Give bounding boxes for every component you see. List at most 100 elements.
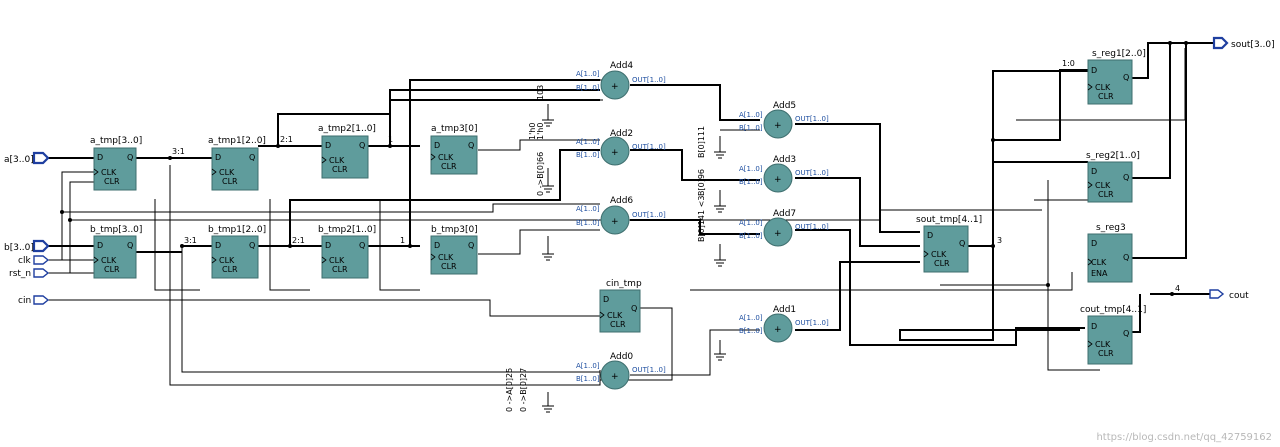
- svg-text:CLK: CLK: [438, 153, 454, 162]
- svg-text:b_tmp[3..0]: b_tmp[3..0]: [90, 225, 142, 235]
- svg-text:OUT[1..0]: OUT[1..0]: [795, 169, 829, 177]
- svg-text:B[0]111: B[0]111: [697, 126, 706, 158]
- svg-text:b_tmp1[2..0]: b_tmp1[2..0]: [208, 225, 266, 235]
- svg-text:3:1: 3:1: [184, 236, 197, 245]
- svg-text:cout: cout: [1229, 291, 1249, 301]
- register-b-tmp3[interactable]: b_tmp3[0] D CLK CLR Q: [430, 225, 478, 275]
- svg-text:cin_tmp: cin_tmp: [606, 279, 642, 289]
- clock-markers: [93, 83, 1093, 348]
- register-a-tmp2[interactable]: a_tmp2[1..0] D CLK CLR Q: [318, 124, 376, 179]
- svg-text:2:1: 2:1: [280, 135, 293, 144]
- register-cout-tmp[interactable]: cout_tmp[4..1] D CLK CLR Q: [1080, 305, 1146, 365]
- svg-text:OUT[1..0]: OUT[1..0]: [632, 211, 666, 219]
- adder-add3[interactable]: Add3 A[1..0] B[1..0] + OUT[1..0]: [739, 155, 829, 193]
- svg-text:CLK: CLK: [1095, 83, 1111, 92]
- svg-text:sout_tmp[4..1]: sout_tmp[4..1]: [916, 215, 982, 225]
- adder-add5[interactable]: Add5 A[1..0] B[1..0] + OUT[1..0]: [739, 101, 829, 139]
- svg-text:CLR: CLR: [1098, 349, 1114, 358]
- output-pin-sout[interactable]: sout[3..0]: [1212, 36, 1275, 50]
- svg-text:CLR: CLR: [222, 177, 238, 186]
- svg-text:s_reg3: s_reg3: [1096, 223, 1126, 233]
- register-s-reg2[interactable]: s_reg2[1..0] D CLK CLR Q: [1086, 151, 1140, 203]
- svg-text:CLR: CLR: [1098, 92, 1114, 101]
- svg-text:Q: Q: [1123, 253, 1129, 262]
- svg-text:4: 4: [1175, 284, 1180, 293]
- svg-text:0 ->A[0]25: 0 ->A[0]25: [505, 368, 514, 412]
- register-a-tmp3[interactable]: a_tmp3[0] D CLK CLR Q: [430, 124, 478, 175]
- svg-text:Q: Q: [249, 153, 255, 162]
- svg-text:+: +: [774, 229, 782, 239]
- svg-text:1: 1: [388, 135, 393, 144]
- svg-text:A[1..0]: A[1..0]: [576, 362, 600, 370]
- svg-text:D: D: [1091, 66, 1097, 75]
- svg-text:CLK: CLK: [438, 253, 454, 262]
- adder-add4[interactable]: Add4 A[1..0] B[1..0] + OUT[1..0]: [576, 61, 666, 101]
- svg-text:D: D: [1091, 322, 1097, 331]
- svg-text:b_tmp3[0]: b_tmp3[0]: [431, 225, 478, 235]
- svg-text:Add7: Add7: [773, 209, 796, 219]
- svg-text:CLR: CLR: [332, 265, 348, 274]
- register-sout-tmp[interactable]: sout_tmp[4..1] D CLK CLR Q: [916, 215, 982, 273]
- register-s-reg1[interactable]: s_reg1[2..0] D CLK CLR Q: [1087, 49, 1146, 105]
- wires: [48, 42, 1214, 386]
- svg-text:3: 3: [997, 236, 1002, 245]
- svg-text:+: +: [774, 325, 782, 335]
- svg-text:a_tmp2[1..0]: a_tmp2[1..0]: [318, 124, 376, 134]
- svg-text:D: D: [325, 141, 331, 150]
- svg-text:1: 1: [400, 236, 405, 245]
- svg-text:D: D: [434, 141, 440, 150]
- register-a-tmp[interactable]: a_tmp[3..0] D CLK CLR Q: [90, 136, 142, 191]
- register-b-tmp2[interactable]: b_tmp2[1..0] D CLK CLR Q: [318, 225, 376, 279]
- adder-add7[interactable]: Add7 A[1..0] B[1..0] + OUT[1..0]: [739, 209, 829, 247]
- svg-text:A[1..0]: A[1..0]: [739, 165, 763, 173]
- input-pin-clk[interactable]: clk: [18, 255, 50, 266]
- svg-text:B[1..0]: B[1..0]: [576, 151, 600, 159]
- svg-text:OUT[1..0]: OUT[1..0]: [632, 143, 666, 151]
- svg-text:CLR: CLR: [441, 162, 457, 171]
- register-b-tmp[interactable]: b_tmp[3..0] D CLK CLR Q: [90, 225, 142, 279]
- svg-text:+: +: [611, 217, 619, 227]
- svg-text:Q: Q: [1123, 73, 1129, 82]
- svg-text:CLK: CLK: [1095, 340, 1111, 349]
- svg-text:D: D: [1091, 167, 1097, 176]
- svg-text:3:1: 3:1: [172, 147, 185, 156]
- svg-text:A[1..0]: A[1..0]: [739, 219, 763, 227]
- svg-text:Q: Q: [127, 153, 133, 162]
- svg-text:OUT[1..0]: OUT[1..0]: [632, 76, 666, 84]
- svg-text:CLR: CLR: [1098, 190, 1114, 199]
- svg-text:Add0: Add0: [610, 352, 633, 362]
- input-pin-cin[interactable]: cin: [18, 295, 50, 306]
- svg-text:CLK: CLK: [219, 168, 235, 177]
- input-pin-a[interactable]: a[3..0]: [4, 151, 50, 165]
- register-a-tmp1[interactable]: a_tmp1[2..0] D CLK CLR Q: [208, 136, 266, 191]
- adder-add2[interactable]: Add2 A[1..0] B[1..0] + OUT[1..0]: [576, 129, 666, 166]
- svg-text:b_tmp2[1..0]: b_tmp2[1..0]: [318, 225, 376, 235]
- svg-text:Q: Q: [468, 241, 474, 250]
- svg-text:Add4: Add4: [610, 61, 633, 71]
- watermark: https://blog.csdn.net/qq_42759162: [1096, 432, 1272, 443]
- svg-text:a_tmp[3..0]: a_tmp[3..0]: [90, 136, 142, 146]
- output-pin-cout[interactable]: cout: [1209, 289, 1249, 301]
- adder-add0[interactable]: Add0 A[1..0] B[1..0] + OUT[1..0]: [576, 352, 666, 390]
- svg-text:s_reg1[2..0]: s_reg1[2..0]: [1092, 49, 1146, 59]
- svg-text:D: D: [927, 231, 933, 240]
- svg-text:D: D: [434, 241, 440, 250]
- register-s-reg3[interactable]: s_reg3 D CLK ENA Q: [1087, 223, 1133, 283]
- svg-text:B[1..0]: B[1..0]: [576, 375, 600, 383]
- svg-text:B[1..0]: B[1..0]: [576, 84, 600, 92]
- input-pin-rst-n[interactable]: rst_n: [9, 268, 50, 279]
- svg-text:D: D: [97, 153, 103, 162]
- svg-text:B[0]96: B[0]96: [697, 169, 706, 196]
- svg-text:1'h0: 1'h0: [528, 123, 537, 140]
- adder-add6[interactable]: Add6 A[1..0] B[1..0] + OUT[1..0]: [576, 196, 666, 235]
- register-b-tmp1[interactable]: b_tmp1[2..0] D CLK CLR Q: [208, 225, 266, 279]
- svg-text:A[1..0]: A[1..0]: [739, 111, 763, 119]
- svg-text:sout[3..0]: sout[3..0]: [1231, 40, 1275, 50]
- svg-text:b[3..0]: b[3..0]: [4, 243, 34, 253]
- constant-labels: 1'h0 1'h0 103 0 ->B[0]66 0 ->A[0]25 0 ->…: [505, 85, 706, 412]
- svg-text:0 ->B[0]27: 0 ->B[0]27: [519, 368, 528, 412]
- adder-add1[interactable]: Add1 A[1..0] B[1..0] + OUT[1..0]: [739, 305, 829, 343]
- register-cin-tmp[interactable]: cin_tmp D CLK CLR Q: [599, 279, 642, 333]
- input-pin-b[interactable]: b[3..0]: [4, 239, 50, 253]
